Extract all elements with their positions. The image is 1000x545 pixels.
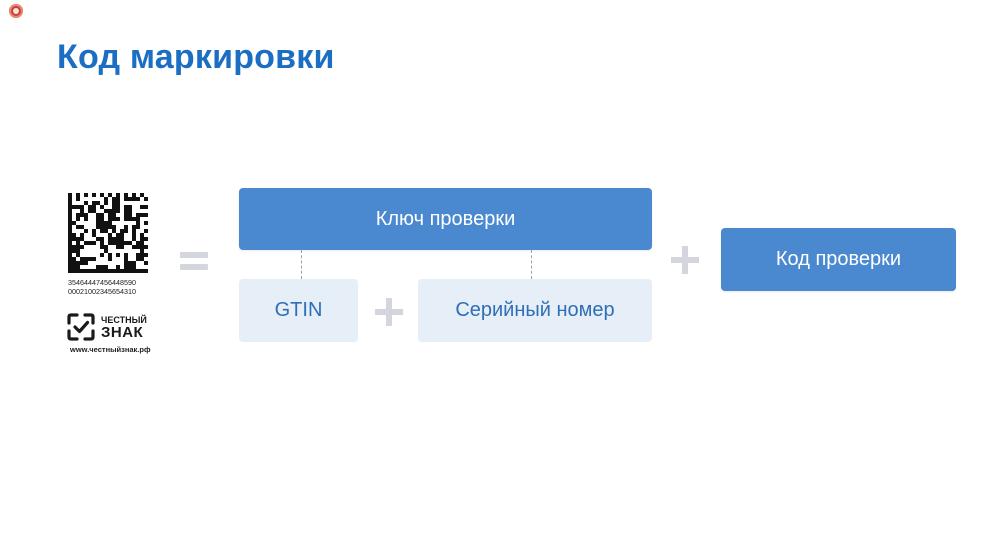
- plus-sign-icon: [375, 298, 403, 326]
- verification-code-box: Код проверки: [721, 228, 956, 291]
- verification-code-label: Код проверки: [775, 248, 902, 270]
- datamatrix-code-icon: [68, 193, 148, 273]
- chestny-znak-logo-icon: [67, 313, 95, 341]
- serial-number-label: Серийный номер: [455, 299, 615, 321]
- brand-name-line-2: ЗНАК: [101, 324, 144, 341]
- connector-line-serial: [531, 250, 532, 279]
- verification-key-box: Ключ проверки: [239, 188, 652, 250]
- serial-number-box: Серийный номер: [418, 279, 652, 342]
- verification-key-label: Ключ проверки: [375, 207, 516, 230]
- plus-sign-icon: [671, 246, 699, 274]
- brand-website: www.честныйзнак.рф: [70, 345, 151, 354]
- equals-sign-icon: [180, 250, 208, 272]
- code-digits-line-2: 00021002345654310: [68, 287, 136, 296]
- record-indicator-icon: [9, 4, 23, 18]
- brand-name-line-1: ЧЕСТНЫЙ: [101, 315, 147, 325]
- slide-title: Код маркировки: [57, 38, 335, 76]
- gtin-label: GTIN: [274, 299, 323, 321]
- gtin-box: GTIN: [239, 279, 358, 342]
- connector-line-gtin: [301, 250, 302, 279]
- code-digits-line-1: 35464447456448590: [68, 278, 136, 287]
